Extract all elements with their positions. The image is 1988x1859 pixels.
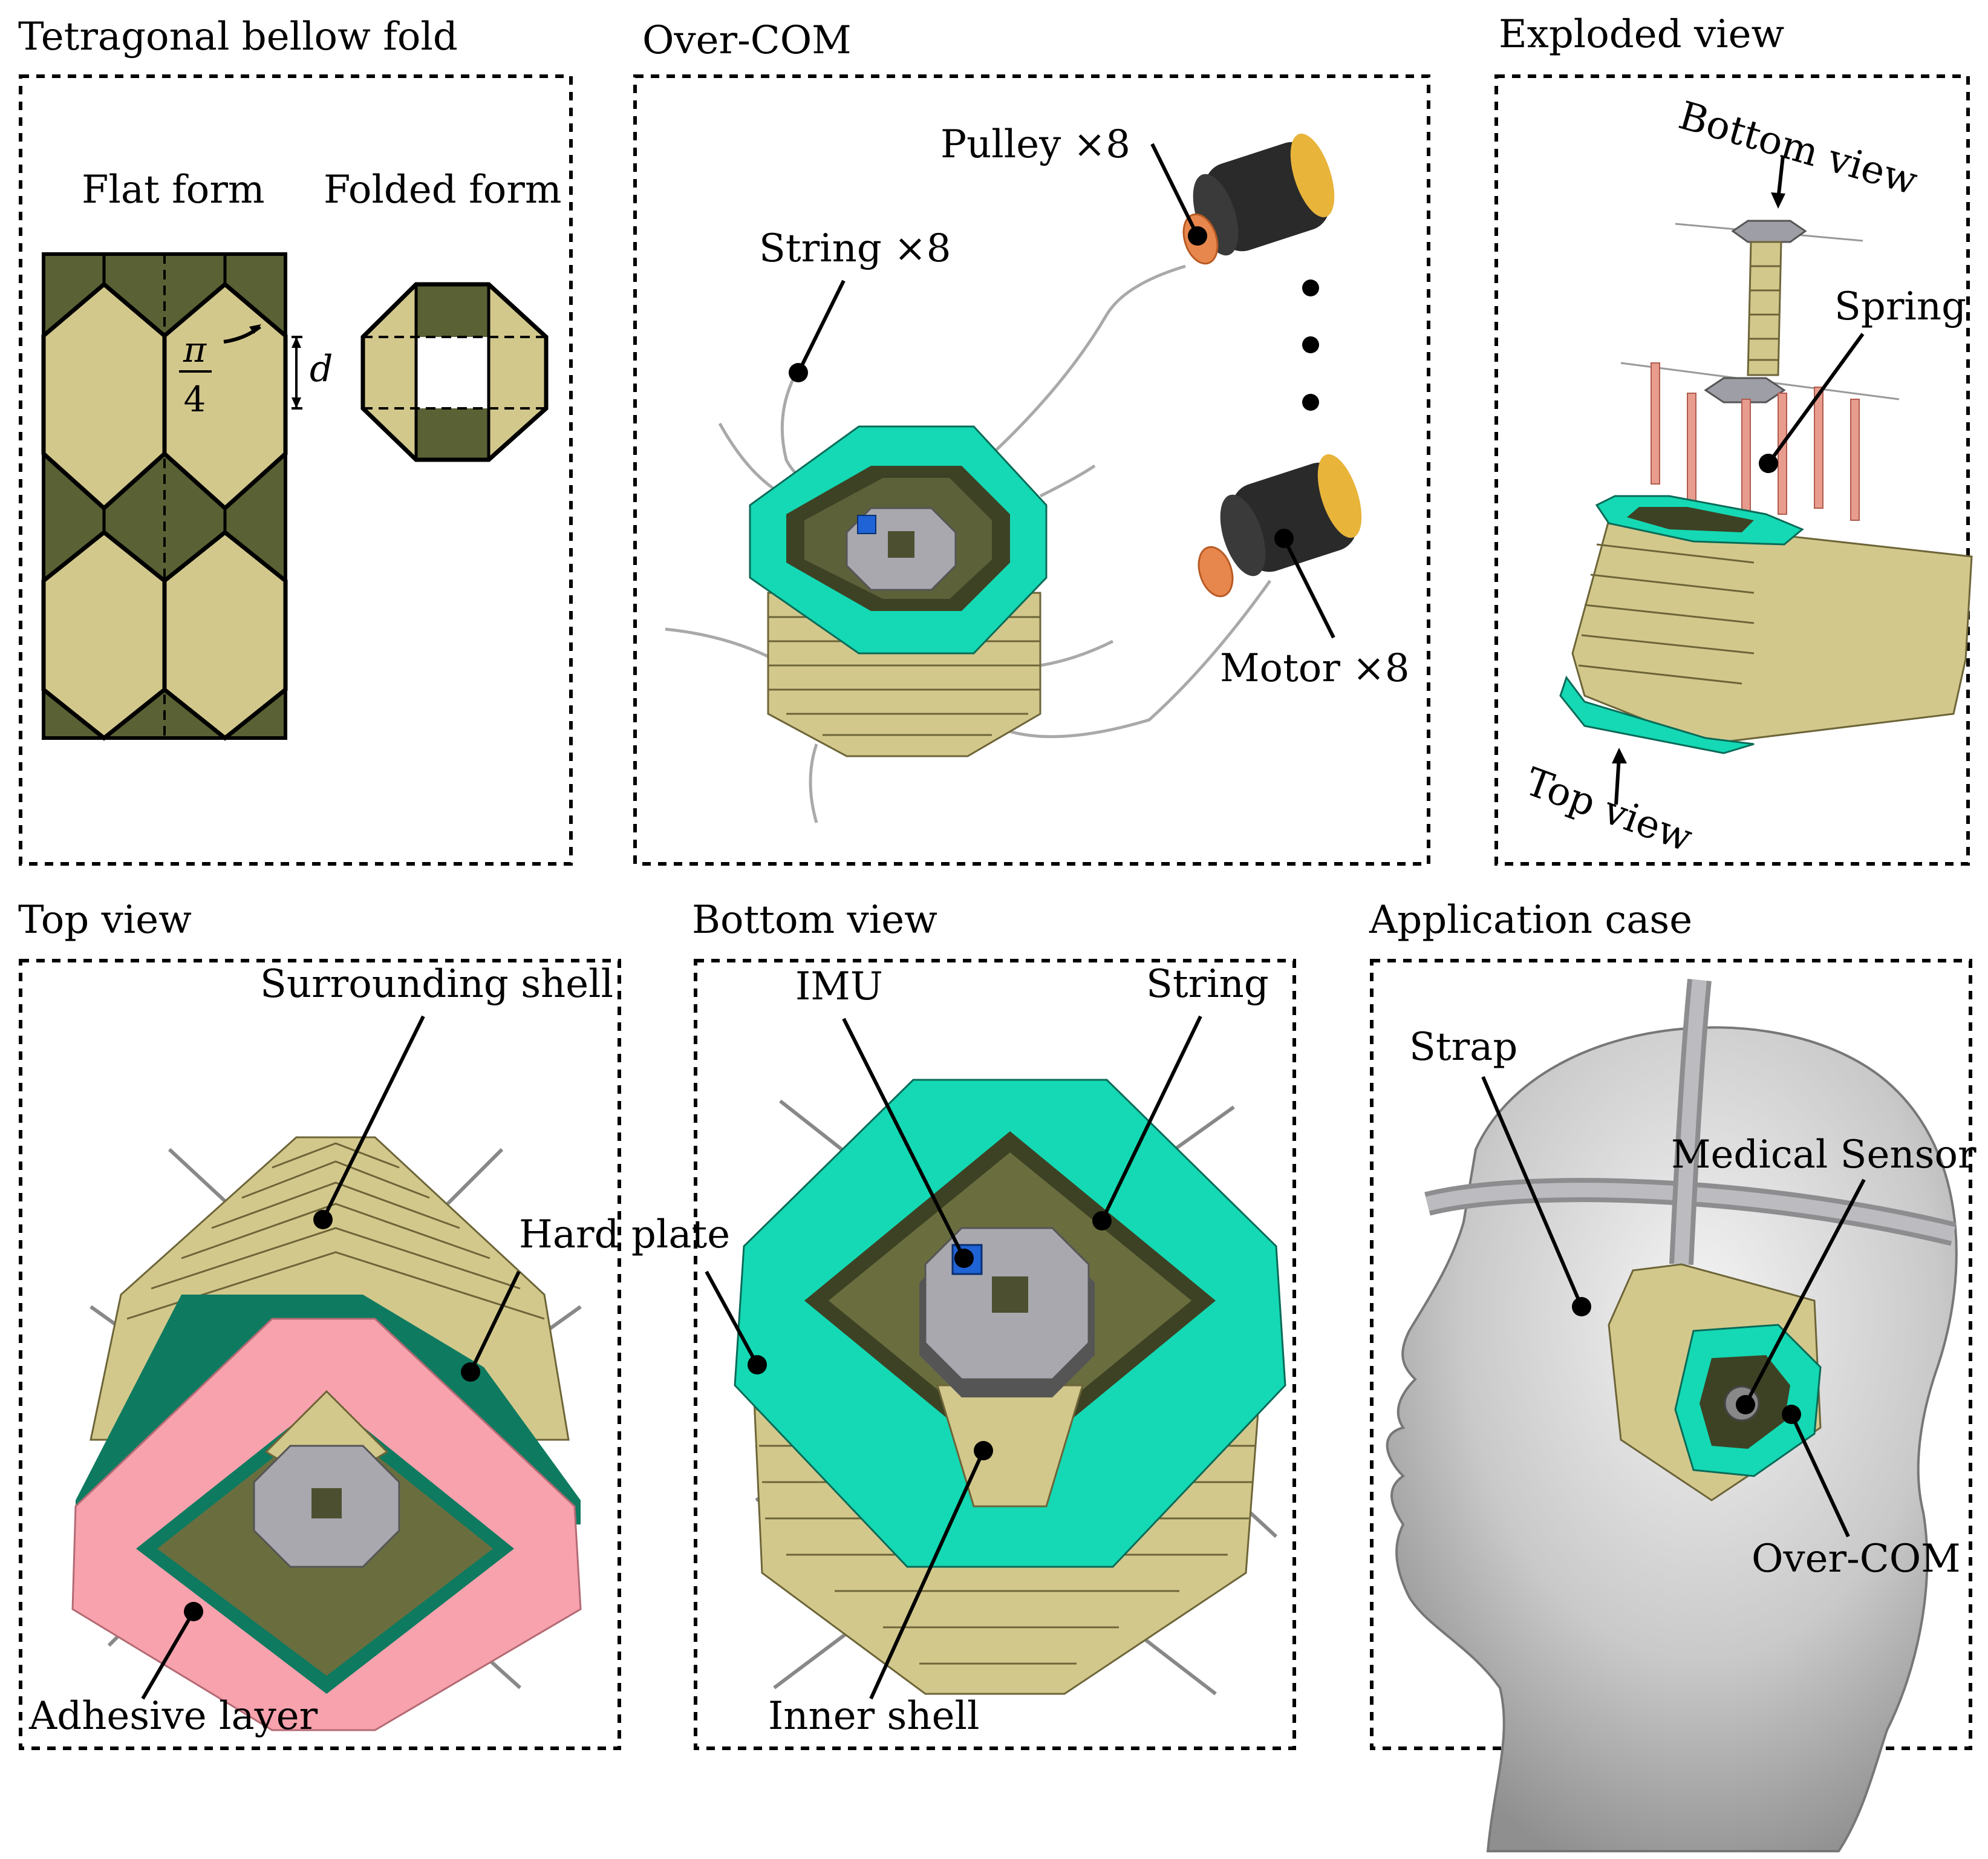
bottom-view-label: Bottom view <box>1674 93 1923 204</box>
folded-form-shape <box>360 282 549 462</box>
string-label: String ×8 <box>759 226 951 271</box>
panel-frame-tetragonal <box>19 74 573 866</box>
panel-frame-bottomview <box>694 959 1296 1750</box>
panel-frame-exploded <box>1494 74 1970 866</box>
medical-sensor-label: Medical Sensor <box>1671 1132 1977 1177</box>
head-model-illustration <box>1386 979 1958 1852</box>
panel-top-view: Top view <box>18 898 730 1750</box>
adhesive-layer-label: Adhesive layer <box>28 1694 318 1739</box>
panel-title-topview: Top view <box>18 898 192 943</box>
top-view-label: Top view <box>1520 759 1698 861</box>
string-label-bottomview: String <box>1146 962 1269 1007</box>
panel-title-tetragonal: Tetragonal bellow fold <box>18 15 458 59</box>
angle-denominator: 4 <box>184 379 206 420</box>
flat-form-pattern: π 4 <box>41 252 288 741</box>
panel-title-bottomview: Bottom view <box>692 898 937 943</box>
dim-d-label: d <box>310 348 333 390</box>
panel-exploded-view: Exploded view Bottom view <box>1494 12 1973 866</box>
overcom-app-label: Over-COM <box>1752 1537 1961 1581</box>
surrounding-shell-label: Surrounding shell <box>260 962 613 1007</box>
ellipsis-dot <box>1302 394 1319 411</box>
panel-frame-overcom <box>633 74 1430 866</box>
panel-title-application: Application case <box>1369 898 1692 943</box>
imu-label: IMU <box>795 964 883 1009</box>
hard-plate-leader-dot <box>748 1355 767 1374</box>
overcom-device-illustration <box>749 425 1048 757</box>
motor-top-illustration <box>1182 133 1335 265</box>
dimension-d: d <box>292 336 333 410</box>
panel-application-case: Application case Strap Medical Senso <box>1369 898 1977 1852</box>
angle-numerator: π <box>183 329 207 370</box>
panel-bottom-view: Bottom view <box>692 898 1296 1750</box>
motor-label: Motor ×8 <box>1220 646 1410 691</box>
topview-device-illustration <box>71 1136 582 1731</box>
flat-form-label: Flat form <box>82 168 265 212</box>
inner-shell-label: Inner shell <box>768 1694 979 1739</box>
spring-label: Spring <box>1834 284 1966 329</box>
exploded-assembly-illustration <box>1559 220 1973 754</box>
ellipsis-dot <box>1302 336 1319 353</box>
pulley-label: Pulley ×8 <box>940 122 1130 167</box>
panel-title-exploded: Exploded view <box>1499 12 1784 57</box>
motor-bottom-illustration <box>1198 454 1362 598</box>
folded-form-label: Folded form <box>324 168 562 212</box>
bottomview-device-illustration <box>734 1079 1286 1696</box>
panel-frame-topview <box>19 959 621 1750</box>
panel-tetragonal-bellow-fold: Tetragonal bellow fold Flat form Folded … <box>18 15 573 866</box>
panel-title-overcom: Over-COM <box>642 18 852 63</box>
panel-over-com: Over-COM <box>633 18 1430 866</box>
strap-label: Strap <box>1409 1025 1517 1070</box>
hard-plate-label: Hard plate <box>519 1212 730 1257</box>
ellipsis-dot <box>1302 279 1319 296</box>
